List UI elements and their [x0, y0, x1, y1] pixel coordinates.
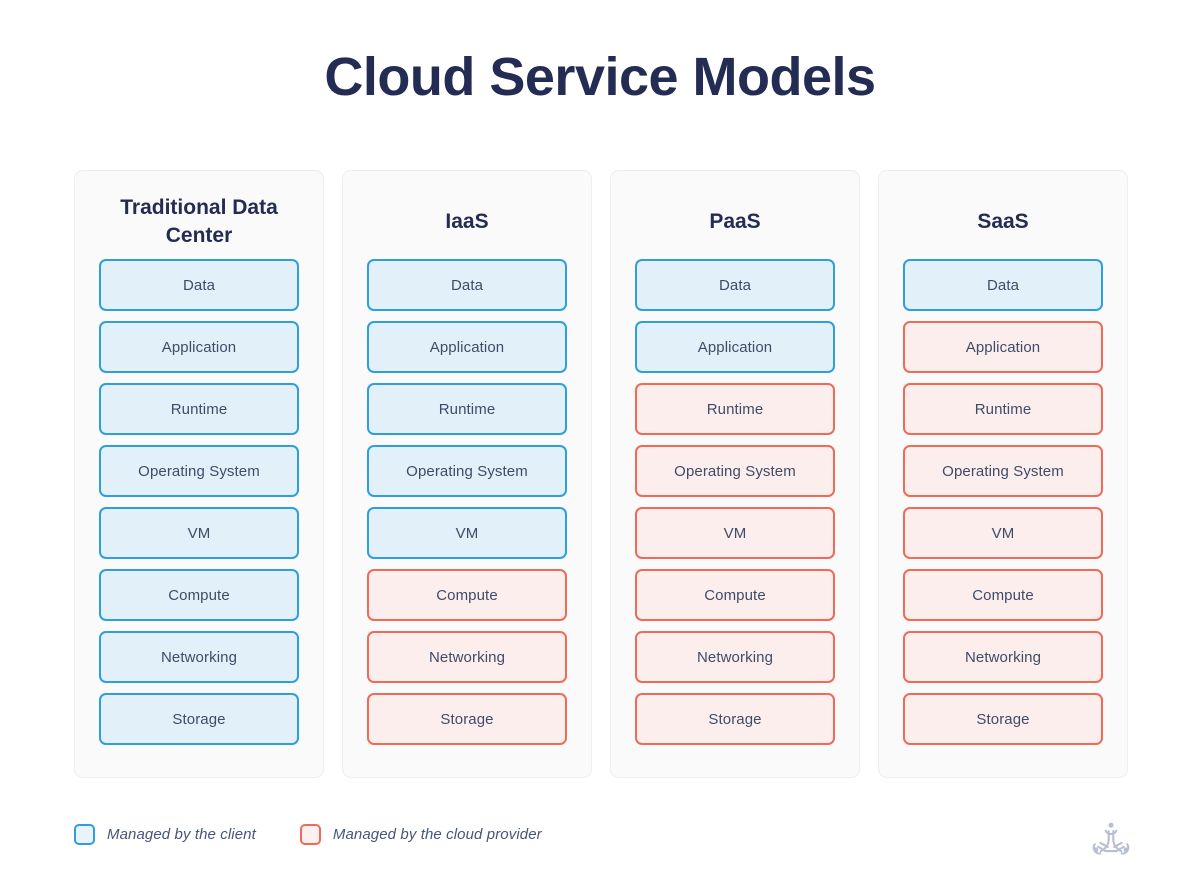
- layer-box[interactable]: Data: [903, 259, 1103, 311]
- layer-box[interactable]: Data: [99, 259, 299, 311]
- layer-box[interactable]: VM: [99, 507, 299, 559]
- card-title: Traditional Data Center: [120, 196, 278, 247]
- layer-box[interactable]: Operating System: [635, 445, 835, 497]
- legend-swatch-provider: [299, 824, 321, 845]
- legend-label: Managed by the client: [107, 826, 256, 843]
- layer-box[interactable]: Networking: [367, 631, 567, 683]
- layer-box[interactable]: Storage: [635, 693, 835, 745]
- layer-box[interactable]: Runtime: [367, 383, 567, 435]
- layer-box[interactable]: Compute: [635, 569, 835, 621]
- legend-item: Managed by the cloud provider: [299, 824, 542, 845]
- legend: Managed by the client Managed by the clou…: [74, 824, 542, 845]
- card-title: SaaS: [977, 210, 1029, 234]
- layer-box[interactable]: Application: [367, 321, 567, 373]
- layer-box[interactable]: Networking: [903, 631, 1103, 683]
- layer-box[interactable]: VM: [367, 507, 567, 559]
- layer-box[interactable]: Networking: [635, 631, 835, 683]
- layer-box[interactable]: Operating System: [367, 445, 567, 497]
- layer-box[interactable]: Runtime: [635, 383, 835, 435]
- layer-box[interactable]: VM: [903, 507, 1103, 559]
- card-title: IaaS: [445, 210, 489, 234]
- layer-box[interactable]: Operating System: [903, 445, 1103, 497]
- page-title: Cloud Service Models: [324, 47, 876, 107]
- layer-box[interactable]: Application: [635, 321, 835, 373]
- layer-box[interactable]: Compute: [367, 569, 567, 621]
- layer-box[interactable]: Data: [635, 259, 835, 311]
- layer-box[interactable]: Application: [99, 321, 299, 373]
- layer-box[interactable]: Operating System: [99, 445, 299, 497]
- layer-box[interactable]: Storage: [367, 693, 567, 745]
- trefoil-logo: [1088, 818, 1134, 864]
- layer-box[interactable]: Runtime: [903, 383, 1103, 435]
- legend-swatch-client: [74, 824, 95, 845]
- layer-box[interactable]: VM: [635, 507, 835, 559]
- layer-box[interactable]: Compute: [99, 569, 299, 621]
- layer-box[interactable]: Networking: [99, 631, 299, 683]
- layer-box[interactable]: Compute: [903, 569, 1103, 621]
- card-title: PaaS: [709, 210, 761, 234]
- layer-box[interactable]: Storage: [99, 693, 299, 745]
- legend-item: Managed by the client: [74, 824, 256, 845]
- layer-box[interactable]: Data: [367, 259, 567, 311]
- layer-box[interactable]: Storage: [903, 693, 1103, 745]
- layer-box[interactable]: Runtime: [99, 383, 299, 435]
- layer-box[interactable]: Application: [903, 321, 1103, 373]
- legend-label: Managed by the cloud provider: [332, 826, 542, 843]
